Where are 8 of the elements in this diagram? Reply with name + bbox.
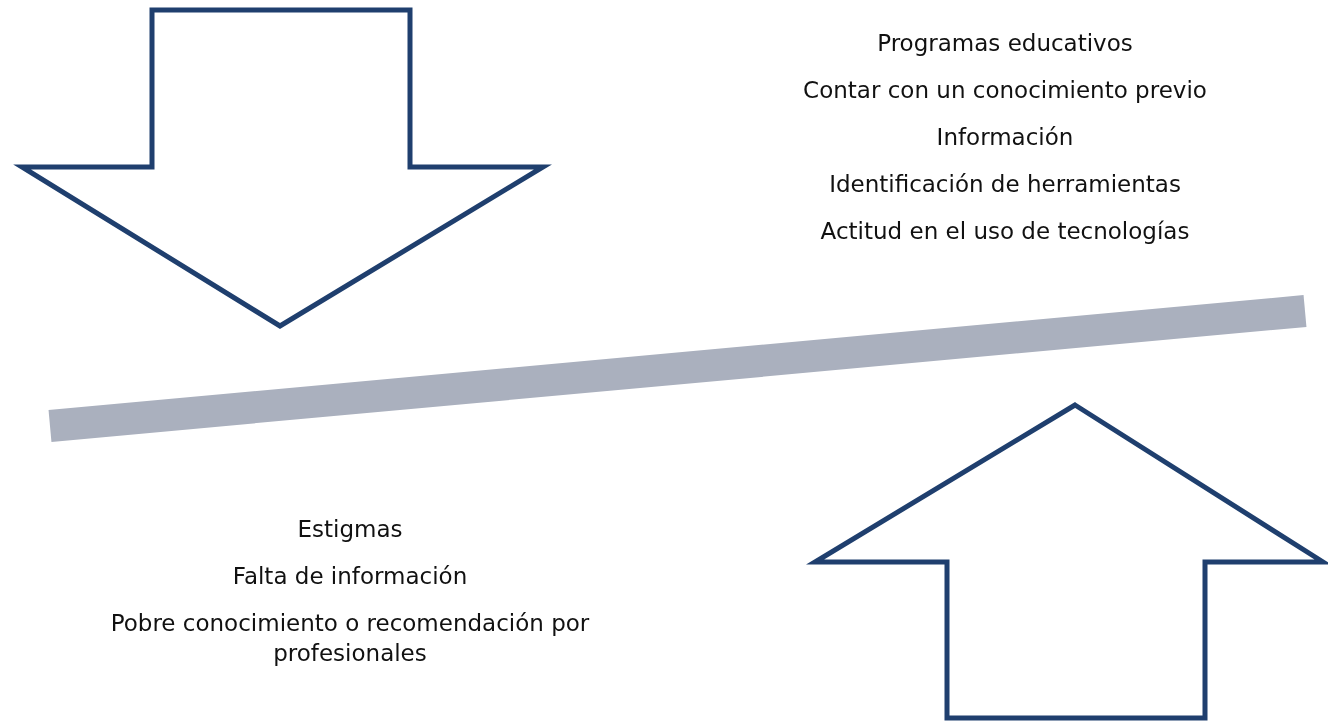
factor-text: Programas educativos xyxy=(876,29,1134,58)
factor-text: Falta de información xyxy=(231,562,469,591)
factor-text: Contar con un conocimiento previo xyxy=(802,76,1208,105)
factor-text: Estigmas xyxy=(296,515,404,544)
factor-text: Pobre conocimiento o recomendación por profesionales xyxy=(109,609,591,668)
factor-text: Información xyxy=(935,123,1075,152)
factor-text: Actitud en el uso de tecnologías xyxy=(819,217,1191,246)
factor-text: Identificación de herramientas xyxy=(828,170,1182,199)
